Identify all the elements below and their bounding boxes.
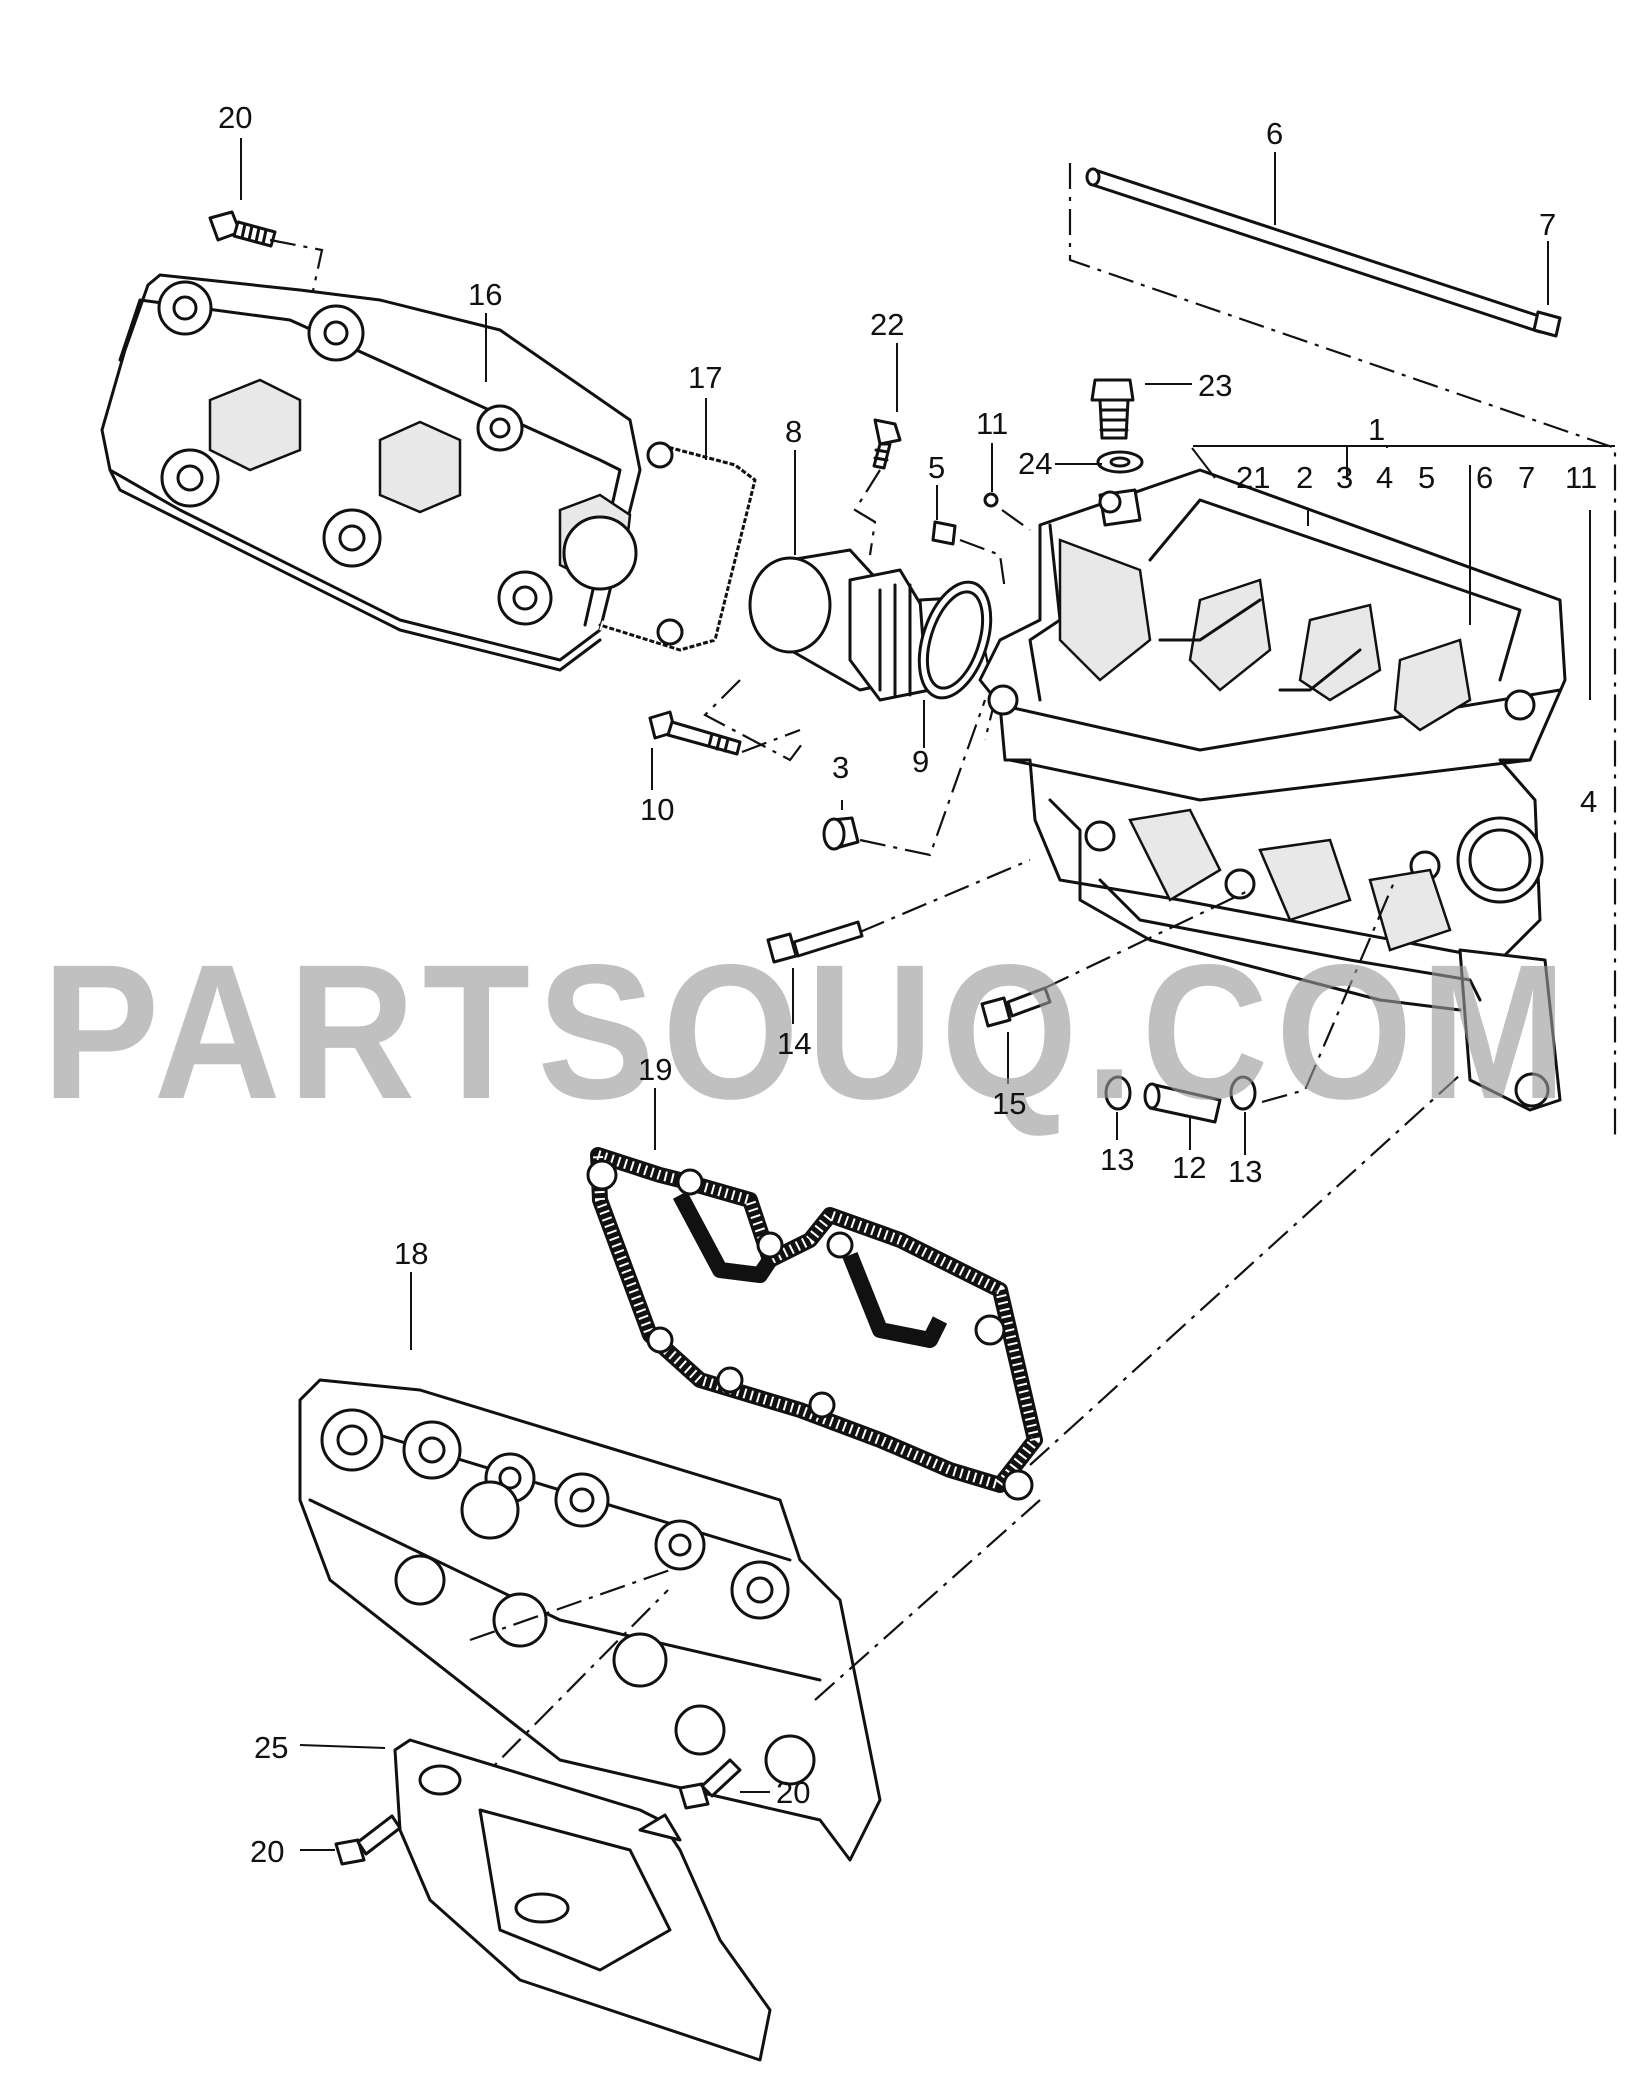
callout-1: 1: [1368, 412, 1385, 447]
plate-part-25[interactable]: [393, 1738, 772, 2062]
tube-part-12[interactable]: [1143, 1082, 1222, 1124]
dash-line-14: [859, 858, 1031, 934]
callout-25: 25: [254, 1730, 288, 1765]
cap-part-7[interactable]: [1532, 310, 1562, 338]
callout-20-top: 20: [218, 100, 252, 135]
bolt-part-14[interactable]: [766, 920, 864, 964]
callout-11-right: 11: [1565, 460, 1597, 495]
callout-17: 17: [688, 360, 722, 395]
dash-line-3: [859, 699, 987, 857]
leader-lines: [240, 138, 1615, 1851]
lower-cover-part-18[interactable]: [298, 1378, 882, 1862]
fitting-part-23[interactable]: [1090, 378, 1135, 440]
callout-13-left: 13: [1100, 1142, 1134, 1177]
dash-line-6: [1068, 163, 1617, 1140]
callout-19: 19: [638, 1052, 672, 1087]
bolt-part-20-top[interactable]: [208, 210, 277, 248]
dash-line-19: [1029, 1074, 1461, 1466]
ring-part-13-b[interactable]: [1229, 1075, 1257, 1111]
callout-16: 16: [468, 277, 502, 312]
callout-15: 15: [992, 1086, 1026, 1121]
callout-4-right: 4: [1376, 460, 1393, 495]
dowel-part-11-a[interactable]: [983, 492, 999, 508]
bolt-part-10[interactable]: [648, 710, 742, 756]
callout-4-side: 4: [1580, 784, 1597, 819]
dash-line-22: [853, 469, 881, 556]
gasket-part-19[interactable]: [586, 1147, 1043, 1501]
plug-part-3[interactable]: [822, 816, 860, 851]
dash-line-15: [1044, 889, 1251, 989]
callout-11-left: 11: [976, 406, 1008, 441]
ring-part-13-a[interactable]: [1104, 1075, 1132, 1111]
callout-7-top: 7: [1539, 207, 1556, 242]
bolt-part-22[interactable]: [872, 418, 902, 470]
sleeve-part-5[interactable]: [931, 520, 957, 546]
callout-8: 8: [785, 414, 802, 449]
callout-24: 24: [1018, 446, 1052, 481]
callout-14: 14: [777, 1026, 811, 1061]
callout-18: 18: [394, 1236, 428, 1271]
callout-13-right: 13: [1228, 1154, 1262, 1189]
callout-6-top: 6: [1266, 116, 1283, 151]
callout-3-right: 3: [1336, 460, 1353, 495]
callout-21: 21: [1236, 460, 1270, 495]
dash-line-11: [1001, 509, 1031, 531]
callout-7-right: 7: [1518, 460, 1535, 495]
dash-line-12: [1261, 879, 1397, 1104]
washer-part-24[interactable]: [1096, 450, 1144, 474]
callout-5-left: 5: [928, 450, 945, 485]
dash-line-8: [703, 679, 806, 762]
callout-5-right: 5: [1418, 460, 1435, 495]
dash-line-25: [469, 1589, 669, 1791]
callout-23: 23: [1198, 368, 1232, 403]
watermark-text: PARTSOUQ.COM: [42, 924, 1574, 1139]
dash-line-10: [741, 728, 801, 754]
o-ring-part-9[interactable]: [906, 573, 1004, 707]
callout-6-right: 6: [1476, 460, 1493, 495]
callout-10: 10: [640, 792, 674, 827]
rod-part-6[interactable]: [1085, 167, 1547, 334]
bolt-part-15[interactable]: [980, 986, 1052, 1028]
callout-3-left: 3: [832, 750, 849, 785]
gasket-part-17[interactable]: [598, 440, 760, 655]
callout-20-bottom: 20: [250, 1834, 284, 1869]
callout-12: 12: [1172, 1150, 1206, 1185]
callout-labels: 20 6 7 16 17 22 23 8 11 5 24 21 1 2 3 4 …: [218, 100, 1597, 1869]
bolt-part-20-bottom[interactable]: [334, 1814, 402, 1866]
bolt-part-20-mid[interactable]: [678, 1758, 742, 1810]
callout-22: 22: [870, 307, 904, 342]
dash-line-5: [959, 538, 1007, 591]
callout-2: 2: [1296, 460, 1313, 495]
dash-line-18: [469, 1499, 1041, 1701]
valve-cover-part-16[interactable]: [100, 273, 642, 672]
callout-20-mid: 20: [776, 1775, 810, 1810]
cylinder-head-part-1[interactable]: [978, 468, 1567, 1112]
callout-9: 9: [912, 744, 929, 779]
